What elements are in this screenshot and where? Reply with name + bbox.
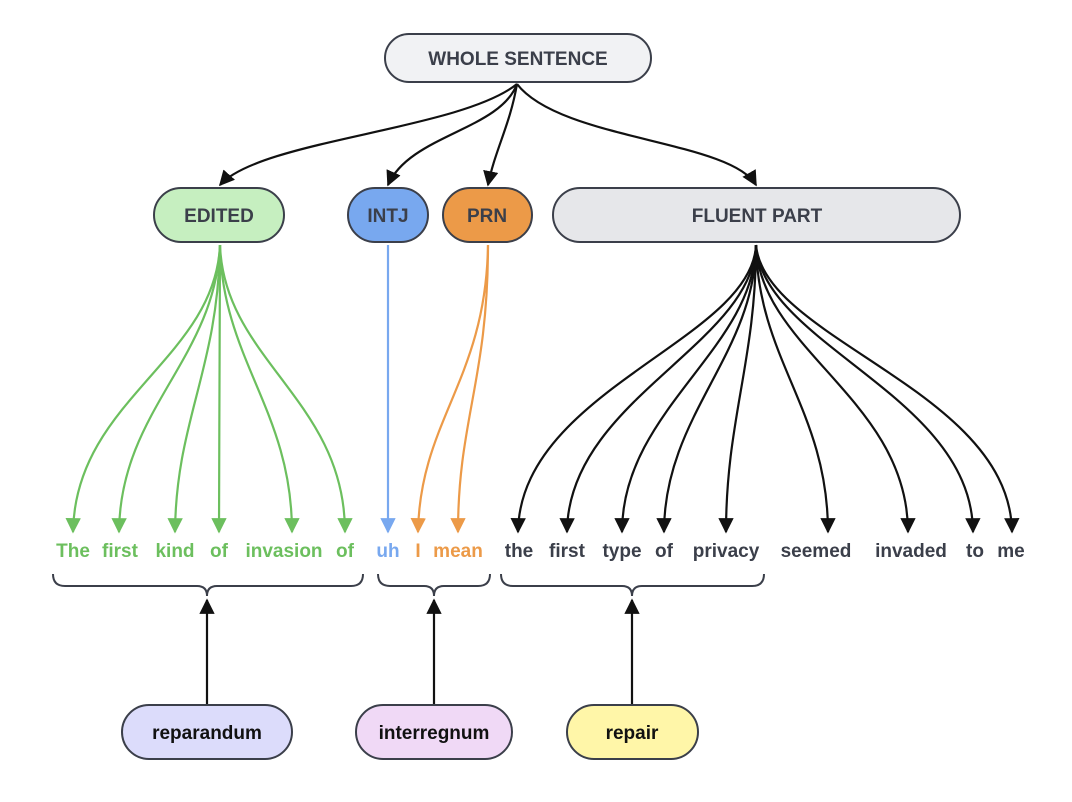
word-fluent: of: [655, 541, 674, 562]
edge-edited-first: [111, 244, 222, 534]
reparandum-label: reparandum: [152, 723, 262, 744]
word-fluent: first: [549, 541, 586, 562]
intj-label: INTJ: [367, 206, 408, 227]
root-node: WHOLE SENTENCE: [384, 33, 652, 83]
edge-edited-the: [65, 244, 222, 534]
edge-fluent-privacy: [718, 244, 758, 534]
edge-fluent-of: [656, 244, 758, 534]
edge-root-prn: [483, 83, 519, 187]
fluent-node: FLUENT PART: [552, 187, 961, 243]
edited-edges: [65, 244, 353, 534]
edge-prn-i: [410, 244, 490, 534]
edge-root-intj: [386, 83, 519, 187]
edge-edited-of2: [218, 244, 353, 534]
edge-fluent-the: [510, 244, 758, 534]
edited-node: EDITED: [153, 187, 285, 243]
word-fluent: privacy: [693, 541, 760, 562]
interregnum-label: interregnum: [379, 723, 490, 744]
prn-node: PRN: [442, 187, 533, 243]
edge-fluent-seemed: [754, 244, 836, 534]
word-edited: invasion: [245, 541, 322, 562]
edge-root-edited: [218, 83, 518, 187]
edge-fluent-type: [614, 244, 758, 534]
word-fluent: seemed: [781, 541, 852, 562]
fluent-label: FLUENT PART: [692, 206, 823, 227]
intj-node: INTJ: [347, 187, 429, 243]
brace-interregnum: [377, 573, 491, 597]
edited-label: EDITED: [184, 206, 254, 227]
root-label: WHOLE SENTENCE: [428, 49, 607, 70]
word-intj: uh: [376, 541, 399, 562]
edge-fluent-to: [754, 244, 981, 534]
word-edited: The: [56, 541, 90, 562]
edge-prn-mean: [450, 244, 490, 534]
word-edited: kind: [155, 541, 194, 562]
edge-edited-kind: [167, 244, 222, 534]
word-fluent: type: [602, 541, 641, 562]
word-fluent: to: [966, 541, 984, 562]
root-edges: [218, 83, 757, 187]
edge-fluent-me: [754, 244, 1020, 534]
word-edited: first: [102, 541, 139, 562]
word-prn: mean: [433, 541, 483, 562]
prn-label: PRN: [467, 206, 507, 227]
word-prn: I: [415, 541, 420, 562]
word-edited: of: [336, 541, 355, 562]
prn-edges: [410, 244, 490, 534]
edge-fluent-invaded: [754, 244, 916, 534]
fluent-edges: [510, 244, 1020, 534]
prn-words: I mean: [415, 541, 482, 562]
repair-label: repair: [606, 723, 659, 744]
repair-node: repair: [566, 704, 699, 760]
edge-root-fluent: [516, 83, 757, 187]
edge-edited-invasion: [218, 244, 300, 534]
reparandum-node: reparandum: [121, 704, 293, 760]
interregnum-node: interregnum: [355, 704, 513, 760]
edge-edited-of: [211, 244, 227, 534]
brace-repair: [500, 573, 765, 597]
brace-reparandum: [52, 573, 364, 597]
segment-edges: [199, 598, 640, 705]
word-edited: of: [210, 541, 229, 562]
word-fluent: invaded: [875, 541, 947, 562]
fluent-words: the first type of privacy seemed invaded…: [505, 541, 1025, 562]
word-fluent: me: [997, 541, 1024, 562]
edge-fluent-first: [559, 244, 758, 534]
word-fluent: the: [505, 541, 534, 562]
edited-words: The first kind of invasion of: [56, 541, 355, 562]
intj-words: uh: [376, 541, 399, 562]
braces: [52, 573, 765, 597]
